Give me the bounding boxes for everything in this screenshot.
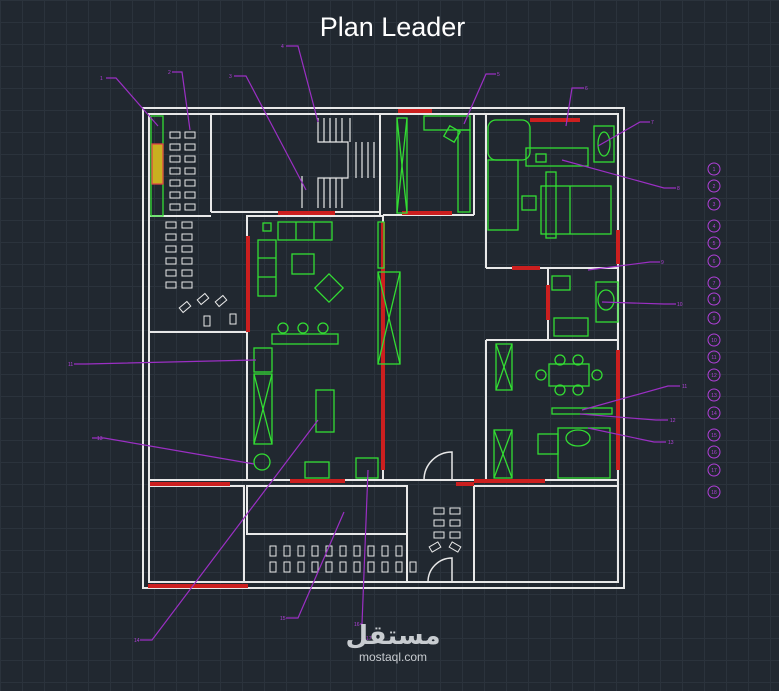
leader-right-12: 12	[670, 418, 676, 424]
leader-top-3: 3	[229, 74, 232, 80]
svg-text:11: 11	[711, 355, 716, 361]
legend-tag-4: 4	[707, 219, 721, 233]
legend-tag-16: 16	[707, 445, 721, 459]
svg-text:10: 10	[711, 338, 717, 344]
legend-tag-5: 5	[707, 236, 721, 250]
leader-left-15: 15	[280, 616, 286, 622]
legend-tag-3: 3	[707, 197, 721, 211]
leader-right-13: 13	[668, 440, 674, 446]
watermark-text: mostaql.com	[358, 650, 428, 664]
door-swings	[423, 451, 453, 583]
leader-left-16: 16	[354, 622, 360, 628]
legend-tag-15: 15	[707, 428, 721, 442]
svg-text:6: 6	[713, 259, 716, 265]
door-openings	[148, 109, 620, 588]
svg-text:15: 15	[711, 433, 717, 439]
leader-left-13: 13	[97, 436, 103, 442]
legend-tag-17: 17	[707, 463, 721, 477]
legend-tags: 1 2 3 4 5 6 7 8 9 10 11 12 13 14 15 16 1…	[707, 162, 721, 499]
stairs	[301, 118, 375, 208]
leader-left-17: 17	[366, 636, 372, 642]
furniture	[150, 115, 619, 479]
leader-left-11: 11	[68, 362, 73, 368]
svg-text:5: 5	[713, 241, 716, 247]
svg-text:18: 18	[711, 490, 717, 496]
leader-top-10: 10	[677, 302, 683, 308]
legend-tag-11: 11	[707, 350, 721, 364]
legend-tag-12: 12	[707, 368, 721, 382]
watermark-mark: مستقل	[345, 621, 441, 651]
svg-text:12: 12	[711, 373, 717, 379]
svg-text:7: 7	[713, 281, 716, 287]
watermark-logo: مستقل mostaql.com	[338, 622, 448, 664]
parking-cars	[165, 131, 462, 573]
leader-left-14: 14	[134, 638, 140, 644]
svg-text:9: 9	[713, 316, 716, 322]
svg-text:2: 2	[713, 184, 716, 190]
legend-tag-8: 8	[707, 292, 721, 306]
svg-text:16: 16	[711, 450, 717, 456]
leader-top-2: 2	[168, 70, 171, 76]
leader-top-7: 7	[651, 120, 654, 126]
svg-text:3: 3	[713, 202, 716, 208]
legend-tag-9: 9	[707, 311, 721, 325]
svg-text:17: 17	[711, 468, 717, 474]
svg-text:1: 1	[713, 167, 716, 173]
legend-tag-6: 6	[707, 254, 721, 268]
leader-top-9: 9	[661, 260, 664, 266]
svg-text:8: 8	[713, 297, 716, 303]
leader-lines	[74, 45, 680, 641]
leader-top-4: 4	[281, 44, 284, 50]
legend-tag-2: 2	[707, 179, 721, 193]
svg-text:13: 13	[711, 393, 717, 399]
legend-tag-7: 7	[707, 276, 721, 290]
legend-tag-14: 14	[707, 406, 721, 420]
leader-top-1: 1	[100, 76, 103, 82]
svg-text:4: 4	[713, 224, 716, 230]
leader-right-11: 11	[682, 384, 687, 390]
legend-tag-18: 18	[707, 485, 721, 499]
legend-tag-1: 1	[707, 162, 721, 176]
leader-top-6: 6	[585, 86, 588, 92]
leader-labels: 1 2 3 4 5 6 7 8 9 10 11 13 14 15 16 17 1…	[68, 44, 687, 644]
legend-tag-10: 10	[707, 333, 721, 347]
legend-tag-13: 13	[707, 388, 721, 402]
svg-text:14: 14	[711, 411, 717, 417]
leader-top-5: 5	[497, 72, 500, 78]
leader-top-8: 8	[677, 186, 680, 192]
page-title: Plan Leader	[319, 12, 466, 42]
